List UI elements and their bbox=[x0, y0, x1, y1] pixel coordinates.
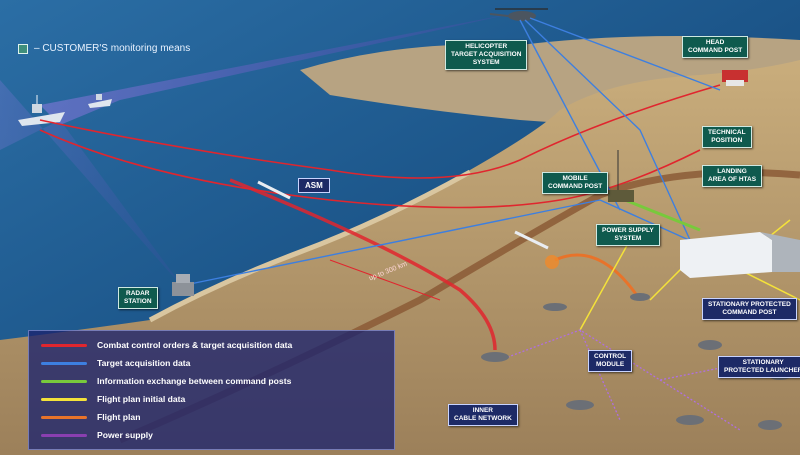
label-helicopter-system: HELICOPTER TARGET ACQUISITION SYSTEM bbox=[445, 40, 528, 70]
label-line: MOBILE bbox=[562, 175, 588, 182]
info-exchange-line bbox=[624, 198, 701, 232]
legend-row-power-supply: Power supply bbox=[41, 430, 153, 440]
label-line: HEAD bbox=[705, 39, 725, 46]
label-line: POWER SUPPLY bbox=[602, 227, 654, 234]
legend-swatch bbox=[41, 415, 87, 419]
line-legend: Combat control orders & target acquisiti… bbox=[28, 330, 395, 450]
label-line: SYSTEM bbox=[472, 59, 500, 66]
legend-swatch bbox=[41, 379, 87, 383]
legend-swatch bbox=[41, 361, 87, 365]
label-line: INNER bbox=[472, 407, 493, 414]
combat-orders-line bbox=[39, 84, 721, 179]
label-inner-cable-network: INNER CABLE NETWORK bbox=[448, 404, 518, 426]
head-command-post-icon bbox=[722, 70, 748, 86]
label-mobile-command-post: MOBILE COMMAND POST bbox=[542, 172, 609, 194]
label-landing-area: LANDING AREA OF HTAS bbox=[702, 165, 763, 187]
monitoring-means-text: – CUSTOMER'S monitoring means bbox=[34, 43, 191, 54]
label-line: CABLE NETWORK bbox=[454, 415, 512, 422]
warship-icon bbox=[88, 94, 112, 108]
label-line: COMMAND POST bbox=[548, 183, 603, 190]
legend-label: Flight plan initial data bbox=[97, 394, 186, 404]
legend-swatch bbox=[41, 343, 87, 347]
legend-swatch bbox=[41, 397, 87, 401]
legend-row-flight-plan-initial: Flight plan initial data bbox=[41, 394, 185, 404]
label-line: POSITION bbox=[711, 137, 743, 144]
label-line: CONTROL bbox=[594, 353, 627, 360]
label-asm: ASM bbox=[298, 178, 330, 193]
label-technical-position: TECHNICAL POSITION bbox=[702, 126, 752, 148]
label-line: COMMAND POST bbox=[722, 309, 777, 316]
flight-plan-line bbox=[554, 253, 642, 301]
legend-label: Flight plan bbox=[97, 412, 141, 422]
launched-missile-icon bbox=[514, 230, 559, 269]
label-line: TECHNICAL bbox=[708, 129, 746, 136]
label-control-module: CONTROL MODULE bbox=[588, 350, 633, 372]
monitoring-means-note: – CUSTOMER'S monitoring means bbox=[18, 43, 190, 54]
command-post-building bbox=[680, 232, 800, 278]
label-line: STATION bbox=[124, 298, 152, 305]
label-line: STATIONARY PROTECTED bbox=[708, 301, 791, 308]
legend-label: Information exchange between command pos… bbox=[97, 376, 292, 386]
label-line: PROTECTED LAUNCHER bbox=[724, 367, 800, 374]
radar-station-icon bbox=[172, 274, 194, 296]
label-radar-station: RADAR STATION bbox=[118, 287, 158, 309]
missile-trajectory bbox=[229, 178, 497, 351]
helicopter-icon bbox=[489, 8, 548, 21]
asm-missile-icon bbox=[257, 180, 291, 200]
label-line: SYSTEM bbox=[614, 235, 642, 242]
label-line: TARGET ACQUISITION bbox=[451, 51, 522, 58]
legend-row-flight-plan: Flight plan bbox=[41, 412, 140, 422]
label-power-supply-system: POWER SUPPLY SYSTEM bbox=[596, 224, 660, 246]
label-line: HELICOPTER bbox=[465, 43, 508, 50]
label-line: LANDING bbox=[717, 168, 747, 175]
label-line: MODULE bbox=[595, 361, 625, 368]
label-line: COMMAND POST bbox=[688, 47, 743, 54]
label-line: STATIONARY bbox=[742, 359, 784, 366]
label-stationary-command-post: STATIONARY PROTECTED COMMAND POST bbox=[702, 298, 797, 320]
teal-square-icon bbox=[18, 43, 28, 54]
legend-label: Target acquisition data bbox=[97, 358, 191, 368]
mobile-command-vehicle-icon bbox=[608, 150, 634, 202]
combat-orders-line bbox=[39, 129, 701, 209]
legend-row-combat: Combat control orders & target acquisiti… bbox=[41, 340, 292, 350]
distance-marker-line bbox=[329, 259, 441, 301]
legend-swatch bbox=[41, 433, 87, 437]
legend-label: Combat control orders & target acquisiti… bbox=[97, 340, 293, 350]
label-line: RADAR bbox=[126, 290, 150, 297]
legend-label: Power supply bbox=[97, 430, 153, 440]
legend-row-target: Target acquisition data bbox=[41, 358, 190, 368]
label-head-command-post: HEAD COMMAND POST bbox=[682, 36, 749, 58]
legend-row-info-exchange: Information exchange between command pos… bbox=[41, 376, 291, 386]
label-line: AREA OF HTAS bbox=[708, 176, 757, 183]
label-stationary-launcher: STATIONARY PROTECTED LAUNCHER bbox=[718, 356, 800, 378]
beach-strip bbox=[148, 169, 472, 323]
